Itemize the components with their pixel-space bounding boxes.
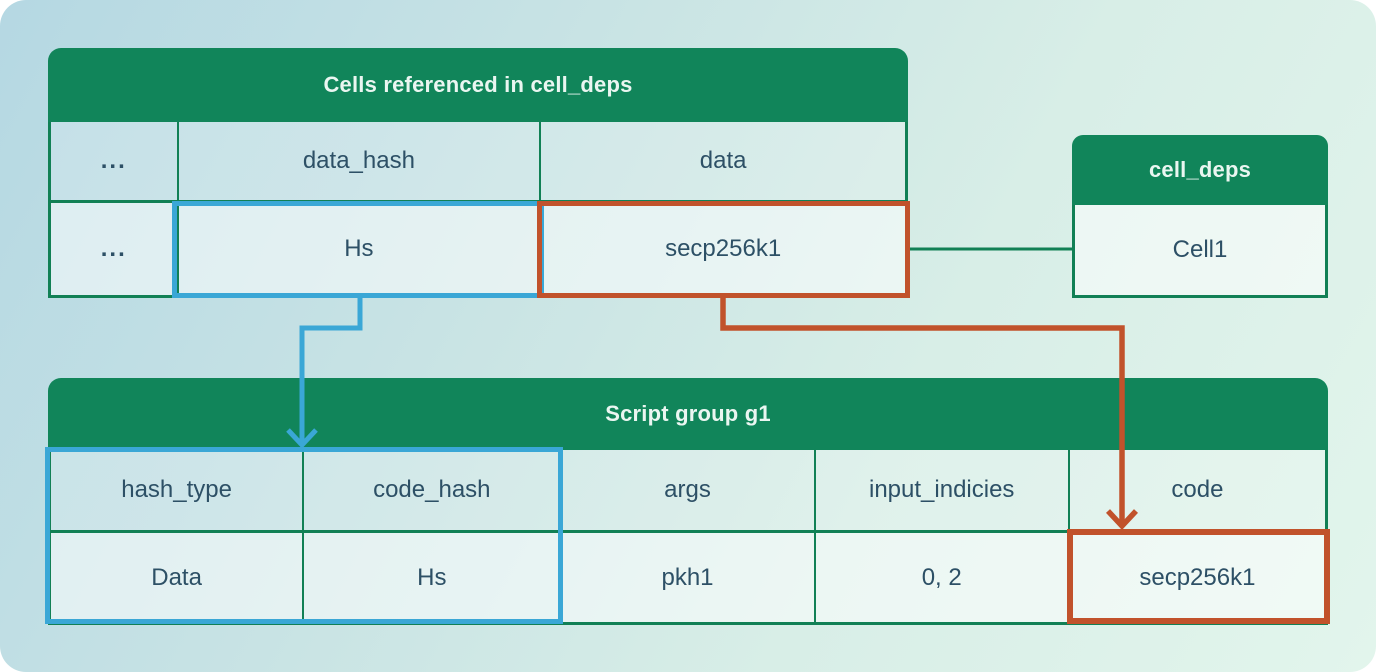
script-table-cell-secp256k1: secp256k1	[1069, 533, 1325, 622]
script-table-cell-hs: Hs	[304, 533, 562, 622]
cells-referenced-table-body: ... data_hash data ... Hs secp256k1	[48, 122, 908, 298]
cell-deps-cell-cell1: Cell1	[1075, 205, 1325, 295]
script-table-cell-data: Data	[51, 533, 305, 622]
script-group-data-row: Data Hs pkh1 0, 2 secp256k1	[51, 533, 1325, 622]
script-table-col-code: code	[1069, 450, 1325, 530]
script-table-cell-input-indicies: 0, 2	[815, 533, 1070, 622]
script-table-col-args: args	[561, 450, 816, 530]
script-group-table: Script group g1 hash_type code_hash args…	[48, 378, 1328, 625]
cells-referenced-label-row: ... data_hash data	[51, 122, 905, 203]
cells-table-cell-hs: Hs	[178, 203, 542, 295]
cell-deps-data-row: Cell1	[1075, 205, 1325, 295]
cell-deps-table: cell_deps Cell1	[1072, 135, 1328, 298]
script-group-table-title: Script group g1	[48, 378, 1328, 450]
cells-referenced-table-title: Cells referenced in cell_deps	[48, 48, 908, 122]
cells-table-col-data: data	[541, 122, 905, 200]
cells-table-col-ellipsis: ...	[51, 122, 179, 200]
script-table-col-input-indicies: input_indicies	[815, 450, 1070, 530]
cells-table-col-data-hash: data_hash	[178, 122, 542, 200]
cells-referenced-data-row: ... Hs secp256k1	[51, 203, 905, 295]
cell-deps-table-body: Cell1	[1072, 205, 1328, 298]
cells-table-cell-ellipsis: ...	[51, 203, 179, 295]
script-table-cell-pkh1: pkh1	[561, 533, 816, 622]
cells-table-cell-secp256k1: secp256k1	[541, 203, 905, 295]
script-group-label-row: hash_type code_hash args input_indicies …	[51, 450, 1325, 533]
cells-referenced-table: Cells referenced in cell_deps ... data_h…	[48, 48, 908, 298]
script-table-col-hash-type: hash_type	[51, 450, 305, 530]
cell-deps-table-title: cell_deps	[1072, 135, 1328, 205]
script-table-col-code-hash: code_hash	[304, 450, 562, 530]
script-group-table-body: hash_type code_hash args input_indicies …	[48, 450, 1328, 625]
